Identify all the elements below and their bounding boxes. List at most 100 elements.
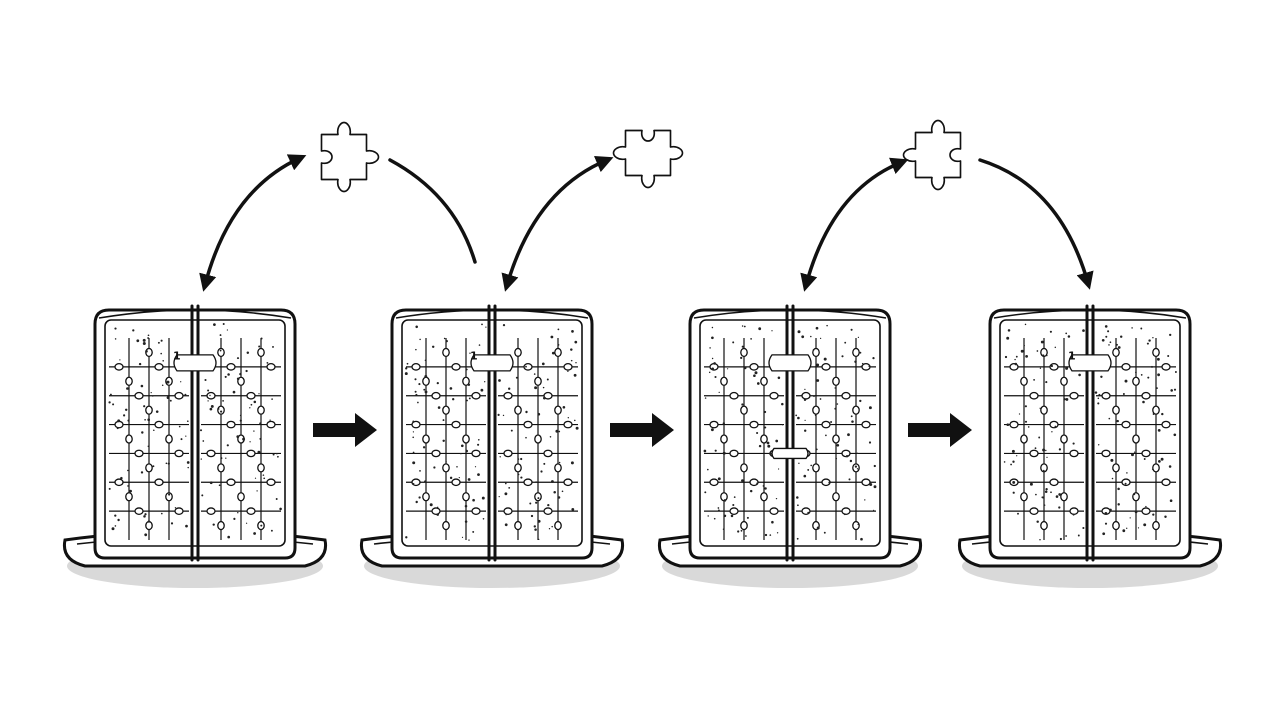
puzzle-knob: [246, 391, 256, 400]
speckle: [797, 416, 800, 420]
puzzle-knob: [422, 492, 430, 502]
speckle: [516, 355, 520, 358]
speckle: [1065, 366, 1069, 370]
speckle: [723, 514, 727, 518]
swap-tab: [470, 354, 514, 372]
speckle: [537, 412, 541, 416]
speckle: [204, 378, 207, 382]
speckle: [1122, 529, 1126, 533]
speckle: [218, 408, 220, 410]
speckle: [1133, 493, 1136, 496]
speckle: [1003, 461, 1006, 463]
speckle: [714, 449, 717, 452]
speckle: [711, 336, 714, 340]
speckle: [815, 448, 818, 451]
speckle: [472, 530, 475, 533]
puzzle-knob: [832, 434, 840, 444]
speckle: [529, 502, 532, 505]
speckle: [708, 371, 711, 374]
jigsaw-piece-icon: [902, 119, 962, 191]
speckle: [567, 370, 569, 373]
speckle: [1131, 453, 1134, 457]
puzzle-knob: [1049, 420, 1059, 429]
puzzle-knob: [740, 520, 748, 531]
puzzle-knob: [422, 376, 430, 386]
speckle: [1170, 389, 1173, 392]
puzzle-knob: [503, 507, 513, 515]
speckle: [466, 399, 468, 402]
swap-tab: [1068, 354, 1112, 372]
puzzle-knob: [760, 434, 768, 444]
puzzle-knob: [514, 347, 522, 358]
puzzle-knob: [257, 405, 265, 415]
speckle: [144, 418, 146, 421]
speckle: [1145, 505, 1147, 508]
speckle: [136, 339, 140, 343]
speckle: [873, 509, 875, 511]
speckle: [762, 485, 765, 487]
speckle: [517, 458, 520, 460]
speckle: [168, 493, 171, 496]
speckle: [834, 407, 837, 410]
speckle: [184, 393, 187, 396]
puzzle-knob: [462, 376, 470, 386]
speckle: [114, 327, 117, 330]
speckle: [535, 501, 538, 504]
speckle: [1025, 355, 1028, 358]
speckle: [224, 375, 227, 378]
speckle: [242, 437, 246, 441]
speckle: [123, 414, 126, 417]
speckle: [722, 451, 726, 455]
speckle: [226, 444, 229, 447]
speckle: [419, 338, 421, 341]
speckle: [1094, 391, 1098, 394]
speckle: [868, 406, 872, 410]
speckle: [753, 374, 756, 378]
speckle: [536, 384, 538, 386]
puzzle-knob: [1141, 391, 1151, 400]
puzzle-knob: [812, 405, 820, 415]
speckle: [1018, 413, 1021, 415]
speckle: [746, 516, 749, 519]
puzzle-knob: [852, 405, 860, 415]
speckle: [412, 483, 415, 485]
speckle: [575, 426, 579, 430]
puzzle-knob: [1069, 449, 1079, 458]
puzzle-knob: [451, 363, 461, 371]
speckle: [1024, 420, 1028, 423]
puzzle-grid: [703, 324, 877, 541]
speckle: [567, 417, 569, 419]
puzzle-knob: [749, 478, 759, 487]
speckle: [868, 441, 872, 444]
speckle: [1051, 431, 1053, 433]
puzzle-knob: [720, 376, 728, 386]
speckle: [520, 476, 523, 479]
speckle: [801, 335, 805, 339]
speckle: [1108, 344, 1110, 346]
puzzle-knob: [134, 507, 144, 515]
puzzle-knob: [165, 492, 173, 502]
glass-inner-panel: [699, 319, 881, 547]
speckle: [551, 525, 553, 528]
speckle: [160, 339, 163, 342]
jigsaw-piece-shape: [902, 119, 962, 191]
speckle: [442, 419, 445, 422]
speckle: [775, 497, 778, 500]
speckle: [804, 388, 806, 391]
speckle: [449, 476, 453, 480]
speckle: [418, 496, 421, 499]
speckle: [162, 360, 164, 362]
speckle: [703, 449, 707, 453]
speckle: [167, 462, 170, 465]
puzzle-knob: [206, 449, 216, 458]
lid-curve: [98, 309, 292, 319]
speckle: [538, 538, 540, 541]
speckle: [756, 482, 758, 484]
speckle: [873, 464, 876, 468]
speckle: [848, 478, 851, 481]
speckle: [472, 498, 475, 502]
puzzle-knob: [431, 449, 441, 458]
speckle: [1105, 335, 1108, 338]
speckle: [1045, 488, 1048, 491]
